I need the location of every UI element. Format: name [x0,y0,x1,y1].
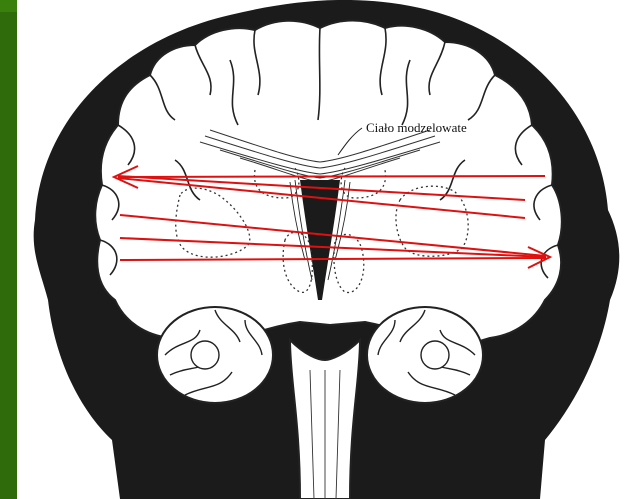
arrow-shaft-1 [118,176,545,177]
corpus-callosum-label: Ciało modzelowate [366,120,467,135]
